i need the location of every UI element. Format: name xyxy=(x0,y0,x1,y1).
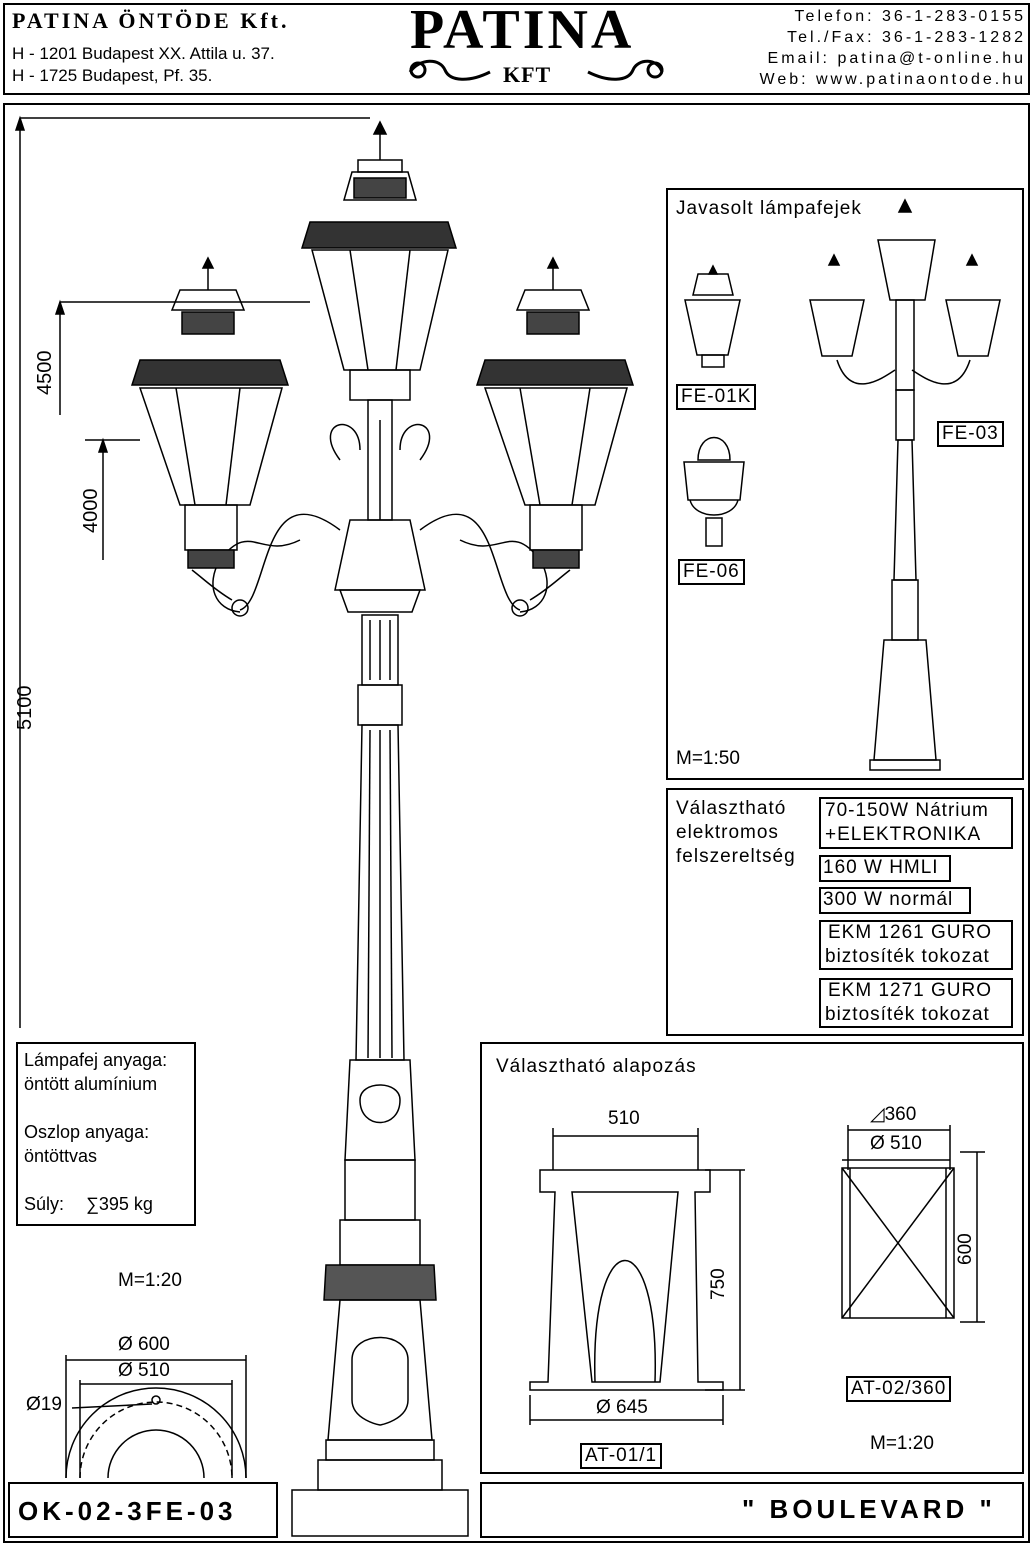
option-1-line-1: 70-150W Nátrium xyxy=(825,800,989,821)
electrical-option-1 xyxy=(819,797,1013,849)
at02-square: ◿360 xyxy=(870,1104,917,1125)
electrical-option-5 xyxy=(819,978,1013,1028)
head-material-label: Lámpafej anyaga: xyxy=(24,1050,168,1070)
lamp-heads-title: Javasolt lámpafejek xyxy=(676,198,862,219)
head-material-value: öntött alumínium xyxy=(24,1074,158,1094)
materials-panel xyxy=(16,1042,196,1226)
company-name: PATINA ÖNTÖDE Kft. xyxy=(12,8,290,33)
foundation-title: Választható alapozás xyxy=(496,1056,697,1077)
pole-material-label: Oszlop anyaga: xyxy=(24,1122,150,1142)
base-inner-diameter: Ø 510 xyxy=(118,1360,170,1381)
logo-subtitle: KFT xyxy=(503,62,552,87)
product-code: OK-02-3FE-03 xyxy=(18,1496,237,1526)
website: Web: www.patinaontode.hu xyxy=(759,71,1026,88)
dim-4500: 4500 xyxy=(34,350,56,396)
option-5-line-2: biztosíték tokozat xyxy=(825,1004,990,1025)
dim-total-height: 5100 xyxy=(14,685,36,731)
tag-at-02-360: AT-02/360 xyxy=(846,1376,952,1402)
weight-value: ∑395 kg xyxy=(86,1194,153,1214)
lamp-heads-panel xyxy=(666,188,1024,780)
electrical-title-3: felszereltség xyxy=(676,846,796,867)
electrical-title-2: elektromos xyxy=(676,822,779,843)
base-outer-diameter: Ø 600 xyxy=(118,1334,170,1355)
address-line-1: H - 1201 Budapest XX. Attila u. 37. xyxy=(12,44,275,63)
foundation-panel xyxy=(480,1042,1024,1474)
at01-height: 750 xyxy=(708,1268,729,1300)
electrical-option-2 xyxy=(819,855,951,882)
electrical-option-4 xyxy=(819,920,1013,970)
tag-fe-01k: FE-01K xyxy=(676,384,757,410)
option-5-line-1: EKM 1271 GURO xyxy=(828,980,992,1001)
at02-diameter: Ø 510 xyxy=(870,1133,922,1154)
at01-top-width: 510 xyxy=(608,1108,640,1129)
electrical-panel xyxy=(666,788,1024,1036)
option-1-line-2: +ELEKTRONIKA xyxy=(825,824,982,845)
tag-fe-06: FE-06 xyxy=(678,559,745,585)
weight-label: Súly: xyxy=(24,1194,65,1214)
address-line-2: H - 1725 Budapest, Pf. 35. xyxy=(12,66,213,85)
product-code-box xyxy=(8,1482,278,1538)
electrical-title-1: Választható xyxy=(676,798,787,819)
at01-bottom-diameter: Ø 645 xyxy=(596,1397,648,1418)
foundation-scale: M=1:20 xyxy=(870,1433,934,1454)
option-4-line-2: biztosíték tokozat xyxy=(825,946,990,967)
base-plan-scale: M=1:20 xyxy=(118,1270,182,1291)
tag-at-01-1: AT-01/1 xyxy=(580,1443,663,1469)
pole-material-value: öntöttvas xyxy=(24,1146,98,1166)
product-name-box xyxy=(480,1482,1024,1538)
lamp-heads-scale: M=1:50 xyxy=(676,748,740,769)
tag-fe-03: FE-03 xyxy=(937,421,1004,447)
logo-title: PATINA xyxy=(410,0,635,61)
base-bolt-diameter: Ø19 xyxy=(26,1394,62,1415)
option-3-line-1: 300 W normál xyxy=(823,889,954,910)
drawing-frame xyxy=(3,103,1030,1543)
at02-height: 600 xyxy=(955,1233,976,1265)
fax: Tel./Fax: 36-1-283-1282 xyxy=(787,29,1026,46)
logo-scroll-icon xyxy=(408,59,664,81)
email: Email: patina@t-online.hu xyxy=(767,50,1026,67)
header-frame xyxy=(3,3,1030,95)
phone: Telefon: 36-1-283-0155 xyxy=(794,8,1026,25)
electrical-option-3 xyxy=(819,887,971,914)
product-name: " BOULEVARD " xyxy=(742,1494,996,1524)
option-4-line-1: EKM 1261 GURO xyxy=(828,922,992,943)
dim-4000: 4000 xyxy=(80,488,102,534)
option-2-line-1: 160 W HMLI xyxy=(823,857,939,878)
